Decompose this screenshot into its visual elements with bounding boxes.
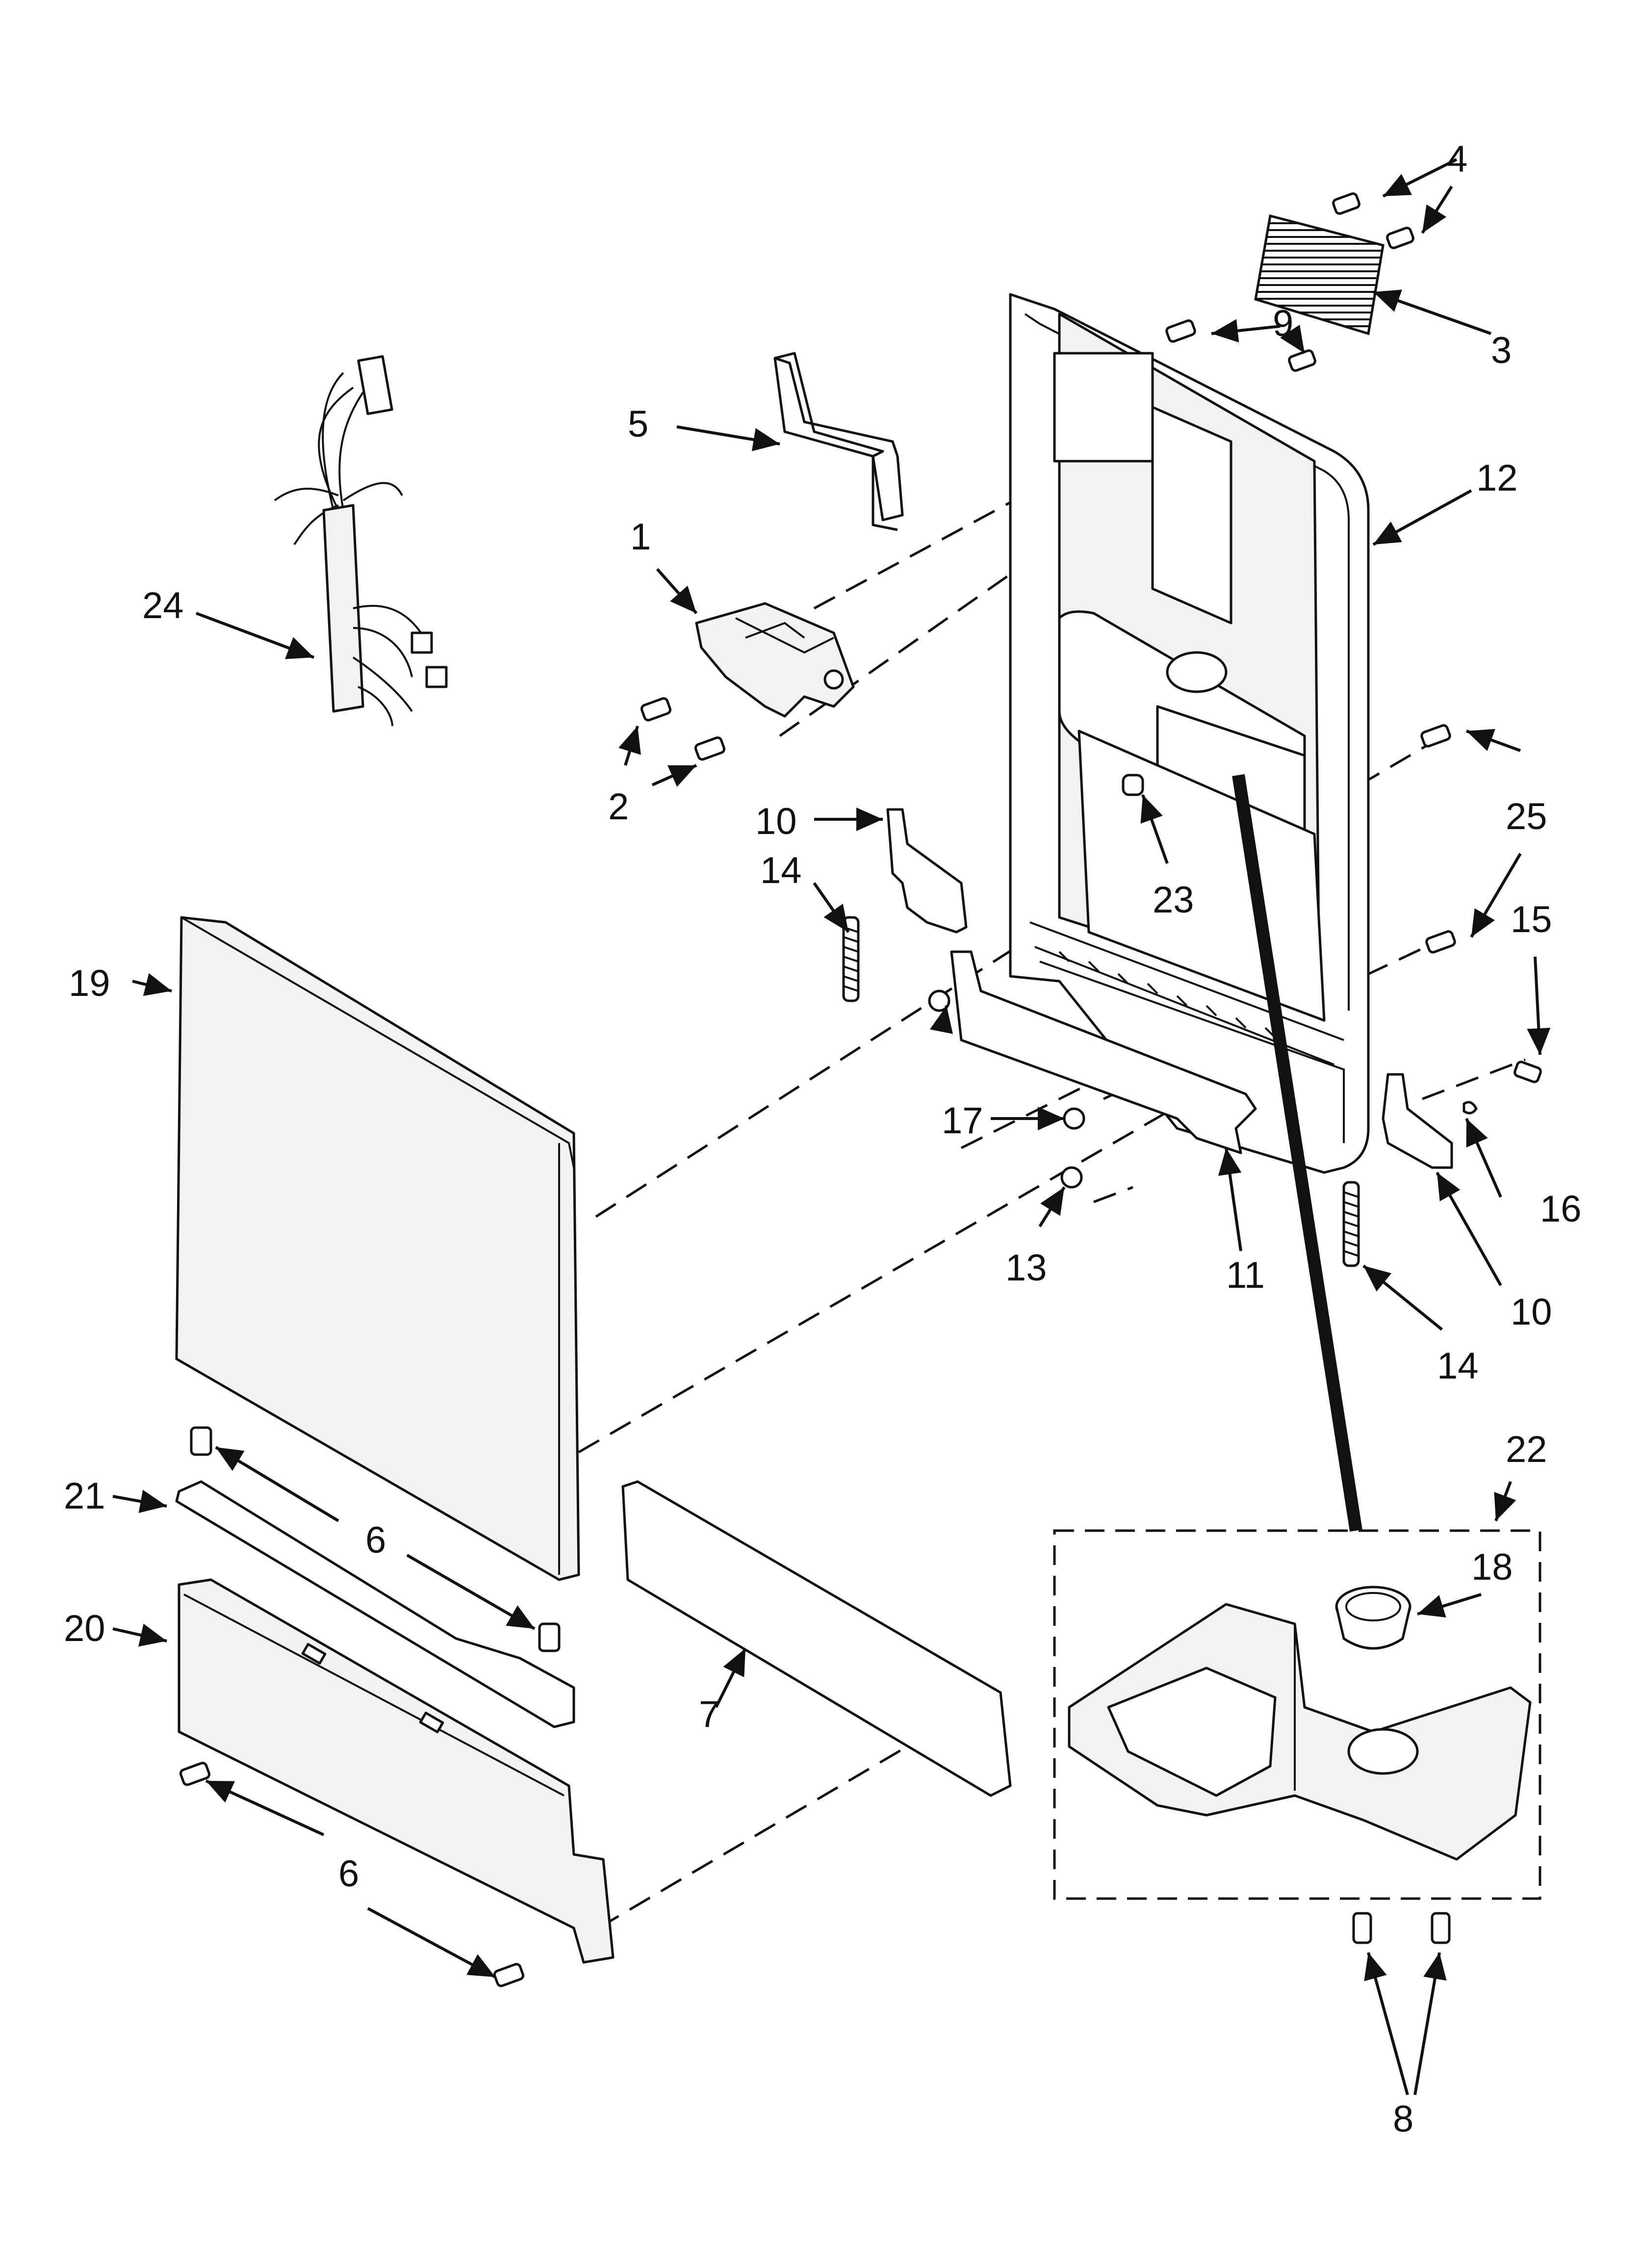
callout-leaders xyxy=(112,158,1551,2095)
callout-18: 18 xyxy=(1471,1546,1513,1588)
door-spring-left xyxy=(842,916,860,1002)
dispenser-cap xyxy=(1335,1586,1411,1650)
panel-upper-pocket xyxy=(1053,352,1154,463)
fasteners xyxy=(179,192,1542,1987)
callout-9: 9 xyxy=(1273,303,1293,344)
hinge-bracket-right xyxy=(1382,1073,1453,1169)
toe-plate xyxy=(621,1480,1012,1797)
callout-13: 13 xyxy=(1005,1247,1047,1289)
callout-4: 4 xyxy=(1447,138,1467,180)
callout-25: 25 xyxy=(1506,796,1547,837)
hinge-plate xyxy=(950,950,1257,1154)
callout-19: 19 xyxy=(69,963,110,1004)
callout-21: 21 xyxy=(64,1475,105,1517)
callout-labels: 1 2 3 4 5 6 6 7 8 9 10 10 11 12 13 14 14… xyxy=(64,138,1582,2140)
callout-5: 5 xyxy=(628,403,648,445)
outer-door-panel xyxy=(175,916,580,1581)
inner-door-panel xyxy=(1009,293,1370,1174)
callout-10a: 10 xyxy=(755,801,797,842)
support-bracket xyxy=(175,1480,575,1728)
wire-harness xyxy=(274,355,448,727)
callout-14a: 14 xyxy=(760,850,802,891)
panel-latch-plate xyxy=(1151,406,1232,625)
callout-16: 16 xyxy=(1540,1188,1582,1230)
callout-22: 22 xyxy=(1506,1429,1547,1470)
callout-10b: 10 xyxy=(1511,1291,1552,1333)
callout-1: 1 xyxy=(630,516,651,558)
dispenser-assembly xyxy=(1068,1603,1532,1861)
door-latch xyxy=(695,602,855,718)
callout-15: 15 xyxy=(1511,899,1552,940)
callout-7: 7 xyxy=(699,1694,719,1735)
door-spring-right xyxy=(1342,1181,1360,1267)
callout-12: 12 xyxy=(1476,457,1518,499)
u-gasket xyxy=(773,352,904,531)
callout-3: 3 xyxy=(1491,330,1512,371)
lower-access-panel xyxy=(178,1578,615,1964)
dispenser-assembly-leader-bar xyxy=(1232,774,1362,1532)
hinge-bracket-left xyxy=(886,808,968,934)
callout-24: 24 xyxy=(142,585,184,626)
callout-2: 2 xyxy=(608,786,629,828)
callout-8: 8 xyxy=(1393,2098,1413,2140)
panel-vent-slots xyxy=(1058,951,1276,1039)
dispenser-assembly-box xyxy=(1053,1529,1541,1900)
vent-grille xyxy=(1254,214,1385,336)
callout-20: 20 xyxy=(64,1608,105,1649)
callout-23: 23 xyxy=(1153,879,1194,921)
callout-6a: 6 xyxy=(365,1519,386,1561)
callout-11: 11 xyxy=(1226,1254,1265,1296)
callout-6b: 6 xyxy=(338,1853,359,1895)
callout-14b: 14 xyxy=(1437,1345,1479,1387)
callout-17: 17 xyxy=(942,1100,983,1142)
